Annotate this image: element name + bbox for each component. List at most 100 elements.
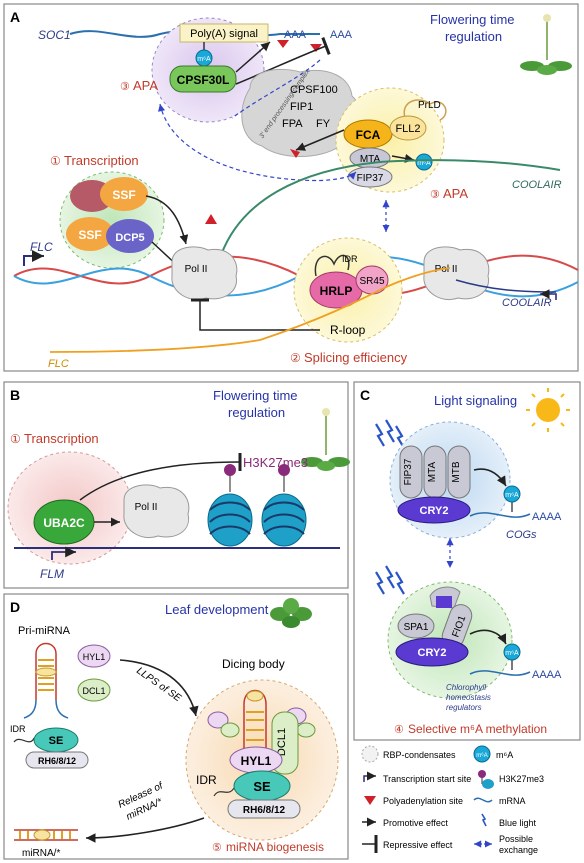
- panel-c: C Light signaling FIP37 MTA MTB CRY2 m⁶A…: [353, 381, 581, 741]
- condensate-helpers-icon: [207, 707, 316, 738]
- panel-b-title-line1: Flowering time: [213, 388, 298, 403]
- rh-proteins: [25, 751, 89, 769]
- blue-light-icon: [375, 565, 405, 595]
- panel-c-title: Light signaling: [434, 393, 517, 408]
- pol-ii-label-left: Pol II: [185, 264, 208, 275]
- apa-step-label-top: APA: [133, 78, 158, 93]
- legend-exchange-line2: exchange: [499, 845, 538, 855]
- panel-b-title-line2: regulation: [228, 405, 285, 420]
- aaaa-2: AAAA: [532, 669, 562, 681]
- apa-step-number-top: ③: [120, 81, 130, 93]
- complex-fip1: FIP1: [290, 101, 313, 113]
- h3k27me3-mark-icon: [224, 464, 236, 476]
- panel-d-step-label: miRNA biogenesis: [226, 840, 324, 854]
- fip37-label: FIP37: [357, 173, 384, 184]
- panel-d: D Leaf development Pri-miRNA HYL1 DCL1 I…: [3, 593, 349, 860]
- coolair-label-bottom: COOLAIR: [502, 297, 552, 309]
- m6a-label-c1: m⁶A: [505, 492, 519, 499]
- ssf-label-1: SSF: [112, 188, 135, 202]
- pol-ii-label-b: Pol II: [135, 502, 158, 513]
- dcl1-label: DCL1: [82, 686, 105, 696]
- ssf-label-2: SSF: [78, 228, 101, 242]
- hyl1-protein: [77, 644, 111, 668]
- spa1-label: SPA1: [404, 622, 429, 633]
- aaa-2: AAA: [330, 29, 353, 41]
- legend-blue-light-icon: [481, 813, 487, 827]
- polya-signal-label: Poly(A) signal: [190, 28, 258, 40]
- mtb-label-c: MTB: [451, 461, 462, 482]
- m6a-mark: [503, 643, 521, 661]
- hyl1-label-dicing: HYL1: [241, 754, 272, 768]
- legend-promotive: Promotive effect: [383, 818, 448, 828]
- legend-m6a: m⁶A: [496, 750, 513, 760]
- legend-m6a-symbol: m⁶A: [476, 752, 487, 759]
- flm-label: FLM: [40, 567, 64, 581]
- plant-icon: [301, 408, 350, 471]
- hyl1-label: HYL1: [83, 652, 106, 662]
- pol-ii-left: Pol II: [171, 246, 238, 300]
- aaa-1: AAA: [284, 29, 307, 41]
- plant-icon: [520, 14, 572, 75]
- ssf-protein-1: [100, 177, 148, 211]
- cogs-label: COGs: [506, 529, 537, 541]
- dcl1-protein: [77, 678, 111, 702]
- nucleosome-2: [261, 464, 307, 547]
- plant-icon: [270, 598, 312, 628]
- flc-label-bottom: FLC: [48, 358, 69, 370]
- tss-arrow: [540, 289, 557, 300]
- polyadenylation-site-icon: [310, 44, 322, 52]
- fca-label: FCA: [356, 128, 381, 142]
- panel-b: B Flowering time regulation ① Transcript…: [3, 381, 350, 589]
- pol-ii-b: Pol II: [123, 484, 190, 538]
- idr-label-d: IDR: [10, 724, 26, 734]
- idr-label-dicing: IDR: [196, 773, 217, 787]
- uba2c-label: UBA2C: [43, 516, 85, 530]
- pol-ii-right: Pol II: [423, 246, 490, 300]
- cry2-label-2: CRY2: [418, 647, 447, 659]
- repressive-arrow: [79, 452, 242, 501]
- cry2-protein-2: [395, 637, 469, 667]
- idr-label: IDR: [342, 254, 358, 264]
- legend-tss: Transcription start site: [383, 774, 471, 784]
- rh-label: RH6/8/12: [38, 756, 76, 766]
- transcription-step-number: ①: [50, 154, 61, 168]
- sr45-label: SR45: [359, 276, 384, 287]
- sun-icon: [526, 388, 570, 432]
- coolair-label-top: COOLAIR: [512, 179, 562, 191]
- polyadenylation-site-icon: [205, 214, 217, 224]
- mirna-duplex: [14, 829, 78, 841]
- splicing-label: Splicing efficiency: [304, 350, 408, 365]
- panel-a-title-line2: regulation: [445, 29, 502, 44]
- m6a-mark: [503, 485, 521, 503]
- legend-repressive: Repressive effect: [383, 840, 453, 850]
- chloro-line2: homeostasis: [446, 693, 491, 702]
- mta-label-c: MTA: [427, 461, 438, 482]
- legend-h3k-icon: [482, 779, 494, 789]
- m6a-label-2: m⁶A: [417, 160, 431, 167]
- pri-mirna-hairpin: [23, 642, 69, 719]
- dcl1-label-dicing: DCL1: [276, 728, 288, 756]
- legend-rbp: RBP-condensates: [383, 750, 456, 760]
- panel-c-step-number: ④: [394, 724, 404, 736]
- m6a-mark: [415, 153, 433, 171]
- spa1-protein: [397, 613, 435, 639]
- complex-fpa: FPA: [282, 118, 303, 130]
- possible-exchange-arrow: [158, 103, 357, 182]
- rh-proteins-dicing: [227, 799, 301, 819]
- dcp5-label: DCP5: [115, 232, 144, 244]
- repressive-arrow: [191, 298, 320, 331]
- prld-label: PrLD: [418, 100, 441, 111]
- hrlp-label: HRLP: [320, 284, 353, 298]
- panel-a-letter: A: [10, 9, 20, 25]
- dicing-body-label: Dicing body: [222, 657, 285, 671]
- coolair-rna-top: [219, 159, 561, 259]
- chloro-line3: regulators: [446, 703, 482, 712]
- rh-label-dicing: RH6/8/12: [243, 805, 286, 816]
- panel-b-step-number: ①: [10, 432, 21, 446]
- pri-mirna-in-dicing-body: [243, 689, 267, 760]
- complex-cpsf100: CPSF100: [290, 84, 338, 96]
- panel-d-step-number: ⑤: [212, 842, 222, 854]
- llps-arrow: [119, 659, 199, 717]
- cpsf30l-protein: [169, 65, 237, 93]
